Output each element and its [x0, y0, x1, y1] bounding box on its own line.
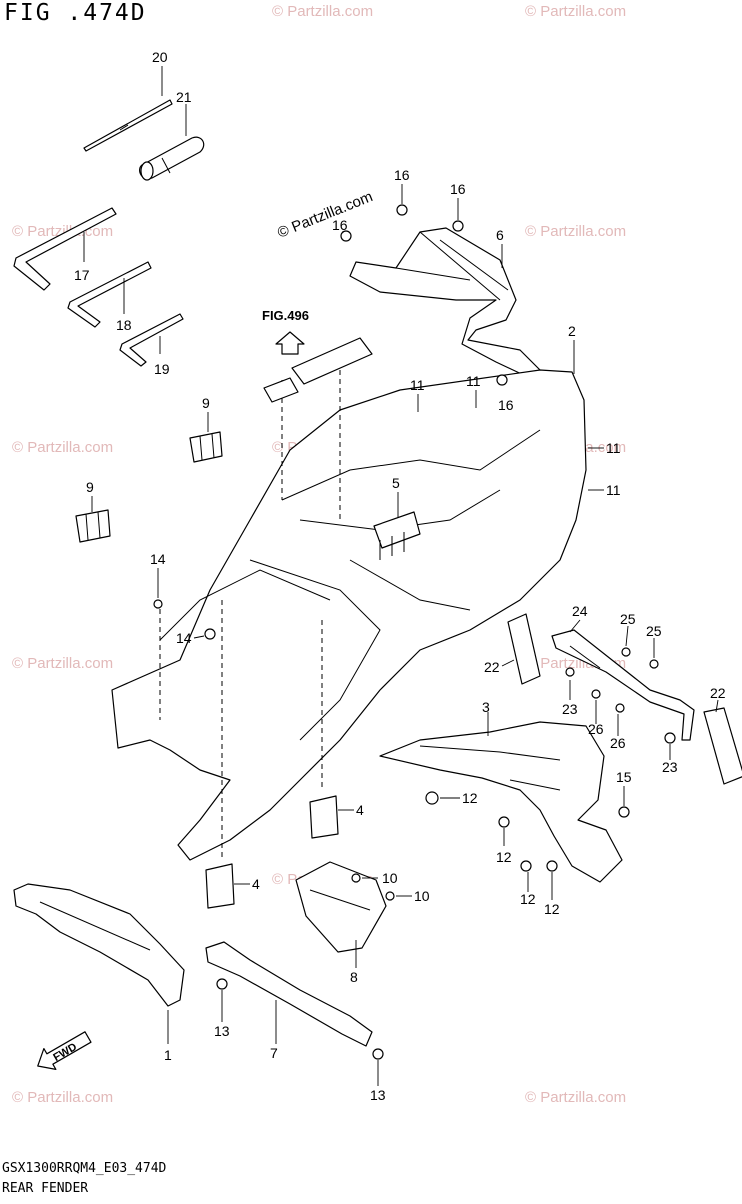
- callout-25b: 25: [646, 623, 662, 639]
- callout-12c: 12: [520, 891, 536, 907]
- callout-16b: 16: [450, 181, 466, 197]
- callout-19: 19: [154, 361, 170, 377]
- callout-13a: 13: [214, 1023, 230, 1039]
- callout-16a: 16: [394, 167, 410, 183]
- watermark: © Partzilla.com: [12, 655, 113, 672]
- watermark: © Partzilla.com: [525, 223, 626, 240]
- callout-7: 7: [270, 1045, 278, 1061]
- figure-title: FIG .474D: [4, 0, 147, 26]
- partzilla-stamp: © Partzilla.com: [275, 188, 375, 242]
- watermark: © Partzilla.com: [12, 1089, 113, 1106]
- callout-22b: 22: [710, 685, 726, 701]
- callout-17: 17: [74, 267, 90, 283]
- callout-23a: 23: [562, 701, 578, 717]
- callout-11c: 11: [606, 440, 621, 456]
- callout-25a: 25: [620, 611, 636, 627]
- callout-6: 6: [496, 227, 504, 243]
- callout-14a: 14: [150, 551, 166, 567]
- ref-label: FIG.496: [262, 308, 309, 323]
- callout-26b: 26: [610, 735, 626, 751]
- diagram-code: GSX1300RRQM4_E03_474D: [2, 1161, 167, 1176]
- callout-16c: 16: [332, 217, 348, 233]
- watermark: © Partzilla.com: [525, 1089, 626, 1106]
- clip-9-lower: [75, 509, 111, 543]
- guide-lines: [159, 370, 341, 860]
- callout-9b: 9: [86, 479, 94, 495]
- callout-12b: 12: [496, 849, 512, 865]
- watermark: © Partzilla.com: [525, 3, 626, 20]
- callout-10a: 10: [382, 870, 398, 886]
- callout-11d: 11: [606, 482, 621, 498]
- leader-lines: [83, 66, 719, 1086]
- diagram-name: REAR FENDER: [2, 1181, 89, 1196]
- callout-5: 5: [392, 475, 400, 491]
- callout-26a: 26: [588, 721, 604, 737]
- fasteners: [153, 204, 676, 1060]
- callout-11a: 11: [410, 377, 425, 393]
- callout-layer: 20 21 17 18 19 16 16 16 6 2 11 11 16 11 …: [74, 49, 726, 1103]
- bracket-5: [373, 511, 421, 560]
- callout-8: 8: [350, 969, 358, 985]
- callout-14b: 14: [176, 630, 192, 646]
- callout-11b: 11: [466, 373, 481, 389]
- callout-3: 3: [482, 699, 490, 715]
- bracket-6: [349, 227, 541, 379]
- callout-18: 18: [116, 317, 132, 333]
- bracket-24: [551, 629, 695, 741]
- pad-4-lower: [205, 863, 235, 909]
- hex-key-17: [13, 207, 117, 291]
- callout-23b: 23: [662, 759, 678, 775]
- clip-9-upper: [189, 431, 223, 463]
- callout-15: 15: [616, 769, 632, 785]
- callout-12a: 12: [462, 790, 478, 806]
- hex-key-18: [67, 261, 152, 328]
- bracket-7: [205, 941, 373, 1047]
- callout-16d: 16: [498, 397, 514, 413]
- fwd-arrow-icon: FWD: [37, 1031, 92, 1070]
- callout-24: 24: [572, 603, 588, 619]
- callout-12d: 12: [544, 901, 560, 917]
- watermark: © Partzilla.com: [272, 3, 373, 20]
- figure-reference: FIG.496: [262, 308, 309, 355]
- callout-13b: 13: [370, 1087, 386, 1103]
- rear-fender-3: [379, 721, 623, 883]
- pad-22-right: [703, 707, 742, 785]
- watermark: © Partzilla.com: [12, 439, 113, 456]
- pad-22-left: [507, 613, 541, 685]
- callout-20: 20: [152, 49, 168, 65]
- pad-4-upper: [309, 795, 339, 839]
- guard-8: [295, 861, 387, 953]
- hex-key-19: [119, 313, 184, 367]
- label-plate: [263, 337, 373, 403]
- callout-22a: 22: [484, 659, 500, 675]
- fwd-label: FWD: [51, 1041, 79, 1064]
- callout-2: 2: [568, 323, 576, 339]
- screwdriver-handle: [139, 136, 205, 181]
- callout-4b: 4: [252, 876, 260, 892]
- under-tray-1: [13, 883, 185, 1007]
- callout-10b: 10: [414, 888, 430, 904]
- up-arrow-icon: [275, 331, 305, 355]
- callout-9a: 9: [202, 395, 210, 411]
- callout-21: 21: [176, 89, 192, 105]
- callout-4a: 4: [356, 802, 364, 818]
- screwdriver-shaft: [83, 99, 173, 152]
- callout-1: 1: [164, 1047, 172, 1063]
